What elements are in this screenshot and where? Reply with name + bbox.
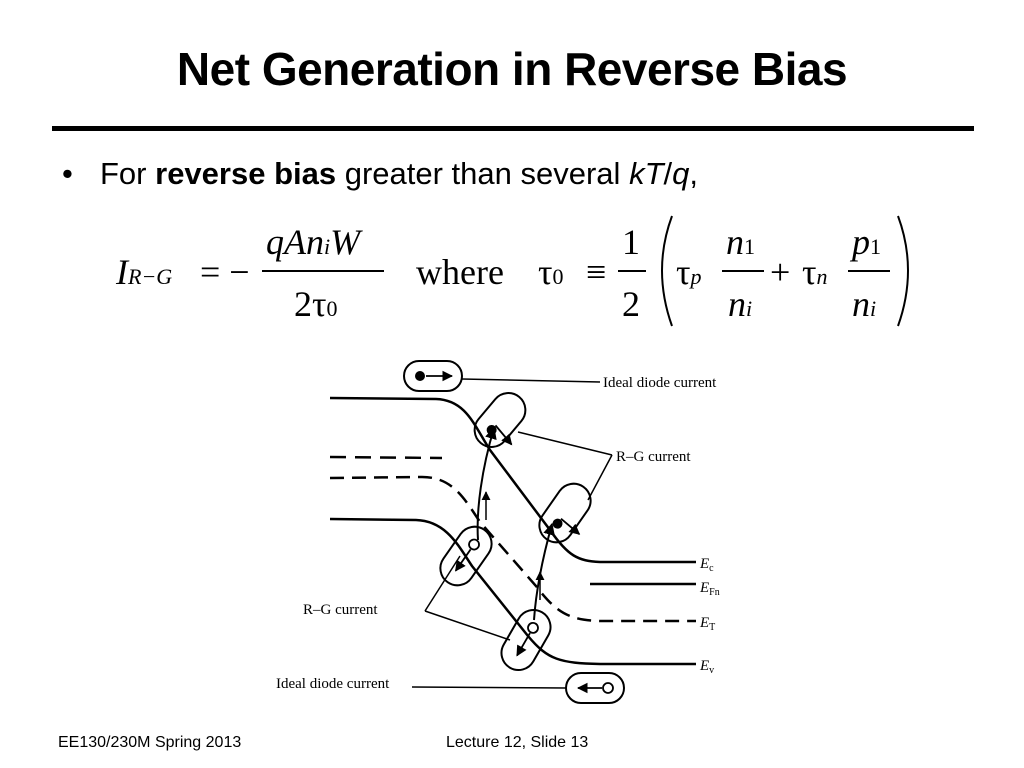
eq-ni: ni	[728, 284, 753, 324]
label-ec: Ec	[699, 556, 714, 574]
leader-rg-right-2	[587, 454, 613, 501]
eq-p1: p1	[852, 222, 881, 262]
title-rule	[52, 126, 974, 131]
eq-frac-bar	[262, 270, 384, 272]
et-level	[329, 475, 696, 623]
rg-arrow-right	[533, 522, 555, 621]
label-ideal-bottom: Ideal diode current	[276, 676, 390, 692]
bullet-q: q	[672, 156, 690, 191]
label-et: ET	[699, 615, 715, 633]
bullet-dot: •	[62, 156, 73, 191]
slide-title: Net Generation in Reverse Bias	[176, 43, 848, 95]
eq-numerator: qAniW	[266, 222, 361, 262]
label-ideal-top: Ideal diode current	[603, 375, 717, 391]
eq-half-num: 1	[622, 222, 640, 262]
bullet-slash: /	[663, 156, 673, 191]
bullet-item: • For reverse bias greater than several k…	[62, 156, 698, 192]
rg-electron-capsule-upper	[473, 392, 527, 448]
eq-lhs: IR−G	[116, 252, 173, 292]
bullet-suffix: ,	[689, 156, 698, 191]
eq-equals: = −	[200, 252, 250, 292]
leader-rg-left-1	[424, 555, 461, 612]
eq-n-bar	[722, 270, 764, 272]
bullet-middle: greater than several	[336, 156, 630, 191]
leader-ideal-bottom	[411, 686, 567, 689]
efp-level	[329, 455, 443, 460]
ec-band	[329, 396, 696, 564]
footer-slide-number: Lecture 12, Slide 13	[446, 734, 589, 751]
footer-course: EE130/230M Spring 2013	[58, 734, 242, 751]
label-ev: Ev	[699, 658, 714, 676]
eq-p-bar	[848, 270, 890, 272]
leader-rg-right-1	[517, 431, 613, 456]
eq-equiv: ≡	[586, 252, 607, 292]
label-rg-right: R–G current	[616, 449, 691, 465]
eq-tau-n: τn	[802, 252, 828, 292]
eq-denominator: 2τ0	[294, 284, 338, 324]
bullet-prefix: For	[100, 156, 156, 191]
eq-tau0: τ0	[538, 252, 564, 292]
ev-band	[329, 517, 696, 666]
eq-plus: +	[770, 252, 791, 292]
rg-hole-capsule-left	[439, 525, 493, 587]
eq-half-den: 2	[622, 284, 640, 324]
rg-hole-capsule-lower	[500, 609, 552, 671]
ideal-diode-electron-capsule	[403, 360, 463, 392]
label-efn: EFn	[699, 580, 720, 598]
eq-ni2: ni	[852, 284, 877, 324]
eq-where: where	[416, 252, 504, 292]
label-rg-left: R–G current	[303, 602, 378, 618]
rg-electron-capsule-right	[538, 482, 592, 544]
bullet-kt: kT	[629, 156, 664, 191]
leader-ideal-top	[461, 378, 601, 383]
eq-tau-p: τp	[676, 252, 702, 292]
eq-n1: n1	[726, 222, 755, 262]
bullet-bold: reverse bias	[155, 156, 337, 191]
leader-rg-left-2	[424, 610, 511, 641]
rg-arrow-left	[476, 426, 497, 541]
eq-half-bar	[618, 270, 646, 272]
ideal-diode-hole-capsule	[565, 672, 625, 704]
eq-parentheses	[661, 215, 909, 327]
